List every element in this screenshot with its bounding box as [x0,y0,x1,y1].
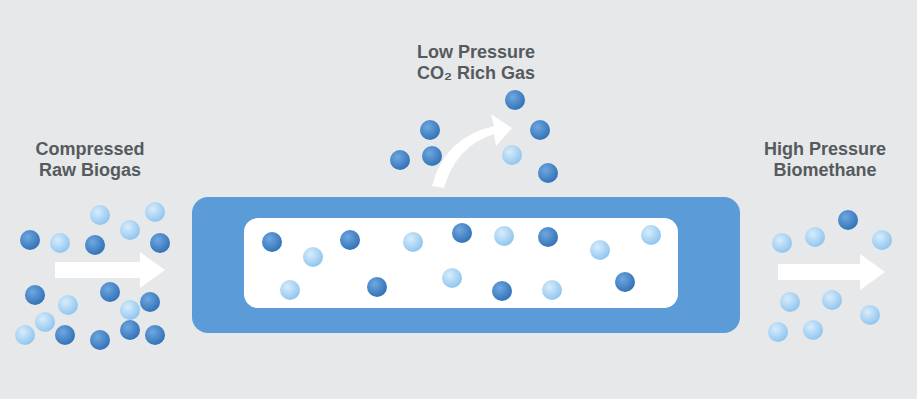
methane-molecule [860,305,880,325]
co2-molecule [145,325,165,345]
co2-molecule [120,320,140,340]
co2-molecule [20,230,40,250]
methane-molecule [494,226,514,246]
methane-molecule [90,205,110,225]
methane-molecule [822,290,842,310]
co2-molecule [100,282,120,302]
methane-molecule [803,320,823,340]
membrane-housing [192,197,740,333]
co2-molecule [262,232,282,252]
co2-molecule [55,325,75,345]
co2-molecule [367,277,387,297]
methane-molecule [442,268,462,288]
methane-molecule [280,280,300,300]
outlet-label: High Pressure Biomethane [750,139,900,181]
permeate-arrow [432,114,512,188]
co2-molecule [420,120,440,140]
methane-molecule [120,300,140,320]
inlet-label: Compressed Raw Biogas [20,139,160,181]
methane-molecule [35,312,55,332]
co2-molecule [150,233,170,253]
methane-molecule [145,202,165,222]
co2-molecule [538,227,558,247]
co2-molecule [390,150,410,170]
methane-molecule [120,220,140,240]
co2-molecule [505,90,525,110]
co2-molecule [25,285,45,305]
co2-molecule [530,120,550,140]
co2-molecule [85,235,105,255]
methane-molecule [641,225,661,245]
co2-molecule [140,292,160,312]
methane-molecule [805,227,825,247]
methane-molecule [780,292,800,312]
outlet-arrow [778,254,885,290]
co2-molecule [838,210,858,230]
co2-molecule [422,146,442,166]
methane-molecule [590,240,610,260]
methane-molecule [872,230,892,250]
methane-molecule [403,232,423,252]
methane-molecule [303,247,323,267]
co2-molecule [452,223,472,243]
co2-molecule [615,272,635,292]
membrane-channel [244,218,678,308]
methane-molecule [58,295,78,315]
methane-molecule [50,233,70,253]
methane-molecule [542,280,562,300]
methane-molecule [15,325,35,345]
co2-molecule [538,163,558,183]
methane-molecule [768,322,788,342]
methane-molecule [772,233,792,253]
co2-molecule [340,230,360,250]
permeate-label: Low Pressure CO₂ Rich Gas [406,42,546,84]
co2-molecule [90,330,110,350]
co2-molecule [492,281,512,301]
methane-molecule [502,145,522,165]
gas-molecules [15,90,892,350]
